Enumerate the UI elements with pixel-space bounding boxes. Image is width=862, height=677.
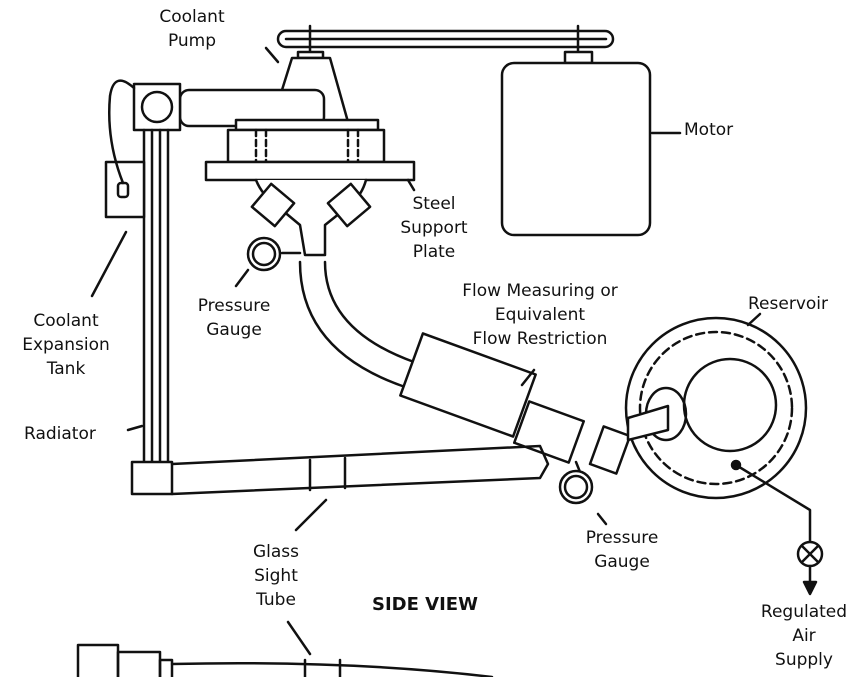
label-coolant-expansion-tank: Coolant Expansion Tank	[22, 311, 110, 379]
sight-tube-leader	[294, 498, 328, 532]
label-radiator: Radiator	[24, 424, 96, 444]
coolant-pump	[178, 50, 416, 182]
side-view-partial	[76, 643, 494, 677]
reservoir-tank	[624, 316, 808, 500]
pressure-gauge-lower-symbol	[558, 460, 594, 505]
label-pressure-gauge-lower: Pressure Gauge	[585, 528, 659, 572]
upper-hose	[298, 260, 416, 390]
radiator	[130, 82, 182, 496]
label-side-view: SIDE VIEW	[372, 594, 478, 615]
label-coolant-pump: Coolant Pump	[159, 7, 225, 51]
air-supply-line	[734, 463, 824, 596]
expansion-tank	[104, 79, 146, 219]
motor-body	[500, 50, 652, 237]
label-steel-support-plate: Steel Support Plate	[400, 194, 468, 262]
label-glass-sight-tube: Glass Sight Tube	[252, 542, 300, 610]
reservoir-leader	[746, 312, 762, 327]
label-reservoir: Reservoir	[748, 294, 828, 314]
gauge-upper-leader	[234, 268, 250, 288]
pump-leader	[264, 46, 280, 64]
label-regulated-air-supply: Regulated Air Supply	[760, 602, 848, 670]
flow-meter	[399, 332, 632, 475]
label-motor: Motor	[684, 120, 734, 140]
label-pressure-gauge-upper: Pressure Gauge	[197, 296, 271, 340]
side-view-leader	[286, 620, 312, 656]
flow-leader	[520, 368, 536, 387]
y-pipe	[250, 178, 372, 257]
label-flow-measuring: Flow Measuring or Equivalent Flow Restri…	[462, 281, 618, 349]
drive-belt	[276, 24, 615, 54]
gauge-lower-leader	[596, 512, 608, 526]
pressure-gauge-upper-symbol	[246, 236, 302, 272]
radiator-leader	[126, 424, 144, 432]
expansion-leader	[90, 230, 128, 298]
lower-hose	[170, 444, 550, 496]
plate-leader	[406, 178, 416, 192]
